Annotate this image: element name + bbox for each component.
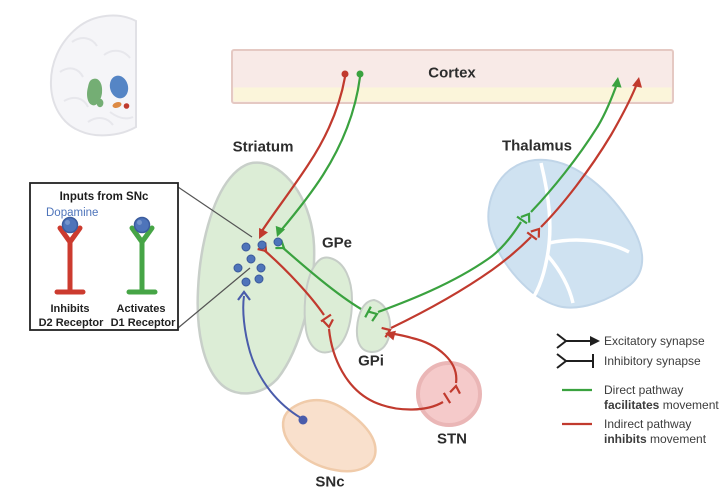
legend-indirect-line2: inhibits movement	[604, 432, 707, 446]
receiving-dendrite-icon	[449, 384, 461, 395]
excitatory-arrow-icon	[259, 227, 268, 239]
excitatory-arrow-icon	[632, 77, 643, 88]
inhibitory-terminal-icon	[442, 392, 452, 404]
gpi-to-thalamus-indirect	[390, 236, 532, 329]
stn-region	[416, 361, 482, 427]
legend-excitatory-label: Excitatory synapse	[604, 334, 705, 348]
legend-symbols	[556, 333, 600, 426]
dopamine-molecule-icon	[61, 216, 79, 234]
inhibitory-terminal-icon	[320, 313, 332, 323]
inhibitory-terminal-icon	[516, 215, 528, 225]
receiving-dendrite-icon	[322, 318, 334, 329]
legend-indirect-line1: Indirect pathway	[604, 417, 692, 431]
snc-neuron-soma	[298, 415, 308, 425]
inhibitory-synapse-icon	[556, 353, 594, 369]
brain-thalamus-highlight	[109, 75, 129, 99]
receiving-dendrite-icon	[368, 310, 379, 322]
direct-pathway-lines	[275, 70, 622, 322]
cortex-neuron-soma	[356, 70, 364, 78]
gpe-to-stn	[327, 328, 444, 411]
label-d2-line2: D2 Receptor	[38, 317, 104, 329]
thalamus-to-cortex-indirect	[540, 80, 640, 228]
label-d1-line1: Activates	[116, 303, 166, 315]
label-d1-line2: D1 Receptor	[110, 317, 176, 329]
label-snc: SNc	[315, 473, 345, 491]
snc-to-striatum-projection	[237, 290, 308, 425]
brain-red-nucleus-highlight	[123, 103, 130, 109]
striatum-to-gpi	[281, 246, 362, 310]
snc-region	[281, 398, 377, 473]
legend-direct-line1: Direct pathway	[604, 383, 684, 397]
excitatory-arrow-icon	[275, 225, 286, 237]
snc-inputs-inset-box	[29, 182, 253, 331]
legend-inhibitory-label: Inhibitory synapse	[604, 354, 701, 368]
striatum-to-gpe	[263, 249, 325, 316]
inhibitory-terminal-icon	[526, 231, 538, 241]
cortex-to-striatum-indirect	[259, 76, 347, 235]
d1-receptor-icon	[126, 225, 158, 295]
indirect-pathway-lines	[257, 70, 643, 411]
inhibitory-terminal-icon	[364, 306, 372, 318]
label-gpe: GPe	[321, 234, 353, 252]
cortex-neuron-soma	[341, 70, 349, 78]
thalamus-to-cortex-direct	[530, 80, 620, 213]
excitatory-arrow-icon	[237, 290, 251, 301]
label-thalamus: Thalamus	[501, 137, 573, 155]
brain-snc-highlight	[112, 101, 122, 109]
gpe-region	[303, 256, 354, 354]
receiving-dendrite-icon	[381, 326, 392, 338]
d2-receptor-icon	[54, 225, 86, 295]
receiving-dendrite-icon	[530, 227, 541, 238]
thalamus-region	[487, 158, 644, 309]
excitatory-arrow-icon	[611, 77, 622, 88]
brain-coronal-icon	[49, 14, 137, 137]
label-cortex: Cortex	[428, 64, 476, 82]
label-stn: STN	[437, 430, 467, 448]
label-gpi: GPi	[358, 352, 384, 370]
striatal-neurons	[233, 237, 283, 287]
brain-striatum-highlight	[87, 78, 103, 106]
cortex-to-striatum-direct	[277, 76, 362, 235]
legend-direct-line2: facilitates movement	[604, 398, 719, 412]
label-d2-line1: Inhibits	[50, 303, 90, 315]
gpi-to-thalamus-direct	[377, 221, 522, 314]
inset-title: Inputs from SNc	[59, 191, 149, 203]
excitatory-synapse-icon	[556, 333, 600, 349]
label-striatum: Striatum	[232, 138, 294, 156]
gpi-region	[355, 298, 392, 354]
receiving-dendrite-icon	[520, 212, 531, 223]
dopamine-molecule-icon	[133, 216, 151, 234]
label-dopamine: Dopamine	[46, 207, 99, 219]
